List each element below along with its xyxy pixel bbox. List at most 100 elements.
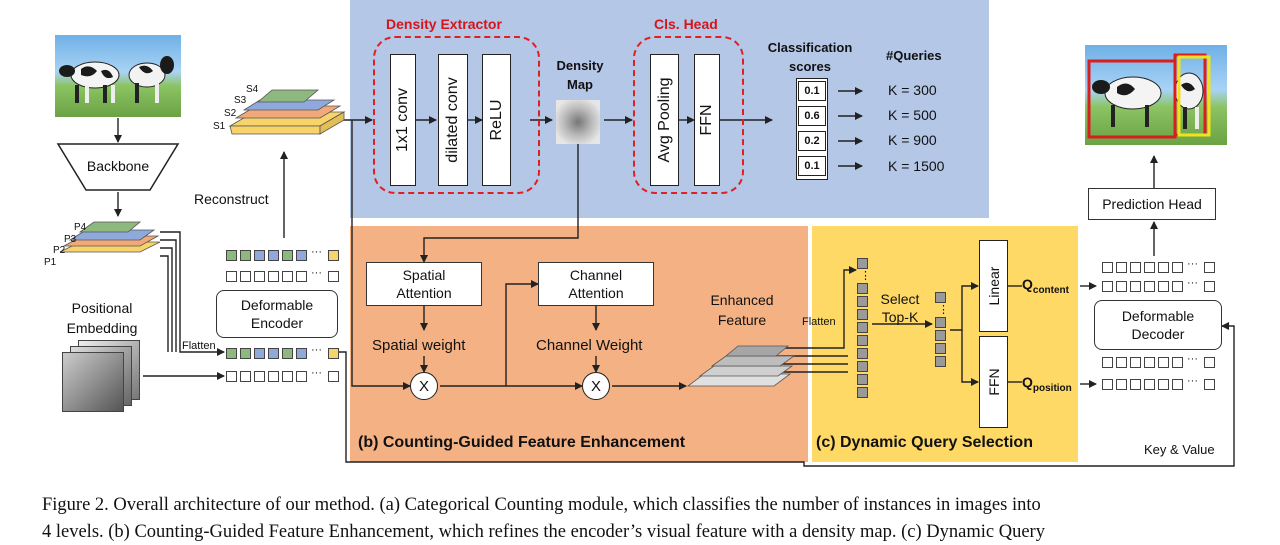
- token-square: [1204, 357, 1215, 368]
- token-ellipsis: ···: [1187, 277, 1198, 289]
- spatial-weight-label: Spatial weight: [372, 337, 466, 354]
- positional-embedding-stack: [62, 340, 152, 412]
- cls-head-title: Cls. Head: [654, 16, 718, 32]
- enhanced-feature-label: Enhanced Feature: [710, 292, 774, 328]
- cls-ffn-box: FFN: [694, 54, 720, 186]
- cls-head-group: [633, 36, 744, 194]
- token-square: [268, 250, 279, 261]
- token-square: [1102, 357, 1113, 368]
- positional-embedding-label: Positional Embedding: [66, 300, 138, 336]
- column-token: [857, 361, 868, 372]
- density-extractor-group: [373, 36, 540, 194]
- cow-image-icon: [55, 35, 181, 117]
- topk-query-column: ⋮: [935, 292, 949, 378]
- density-map-label: Density Map: [556, 58, 604, 92]
- pyramid-label-s3: S3: [234, 95, 247, 106]
- token-square: [1144, 357, 1155, 368]
- column-token: [935, 343, 946, 354]
- prediction-head-box: Prediction Head: [1088, 188, 1216, 220]
- spatial-attention-box: Spatial Attention: [366, 262, 482, 306]
- column-token: [857, 387, 868, 398]
- token-square: [1172, 357, 1183, 368]
- token-square: [282, 371, 293, 382]
- pyramid-label-s4: S4: [246, 84, 259, 95]
- q-content-symbol: Q: [1022, 276, 1033, 292]
- token-square: [1130, 262, 1141, 273]
- score-cell: 0.1: [798, 156, 826, 176]
- flattened-feature-column: ⋮: [857, 258, 871, 402]
- pyramid-label-p4: P4: [74, 222, 87, 233]
- token-square: [296, 371, 307, 382]
- prediction-head-label: Prediction Head: [1102, 196, 1202, 212]
- token-square: [226, 250, 237, 261]
- token-square: [254, 348, 265, 359]
- score-cell: 0.1: [798, 81, 826, 101]
- decoder-output-tokens-row2: ···: [1102, 277, 1215, 294]
- decoder-output-tokens: ···: [1102, 258, 1215, 275]
- token-square: [1204, 281, 1215, 292]
- figure-caption-line1: Figure 2. Overall architecture of our me…: [42, 495, 1041, 515]
- position-tokens: ···: [226, 367, 346, 384]
- token-square: [240, 371, 251, 382]
- token-square: [328, 250, 339, 261]
- token-square: [254, 271, 265, 282]
- channel-attention-label: Channel Attention: [568, 267, 624, 301]
- column-token: [935, 356, 946, 367]
- column-token: [857, 348, 868, 359]
- token-ellipsis: ···: [311, 367, 322, 379]
- query-ffn-label: FFN: [985, 368, 1002, 396]
- relu-box: ReLU: [482, 54, 511, 186]
- token-square: [1130, 379, 1141, 390]
- linear-label: Linear: [985, 266, 1002, 306]
- token-square: [1116, 281, 1127, 292]
- token-square: [226, 271, 237, 282]
- token-square: [1158, 379, 1169, 390]
- token-square: [1144, 379, 1155, 390]
- avg-pooling-box: Avg Pooling: [650, 54, 679, 186]
- token-square: [1102, 281, 1113, 292]
- token-ellipsis: ···: [311, 344, 322, 356]
- pyramid-label-p1: P1: [44, 257, 57, 268]
- column-token: [857, 296, 868, 307]
- token-square: [1204, 262, 1215, 273]
- token-ellipsis: ···: [1187, 375, 1198, 387]
- query-count: K = 900: [888, 132, 937, 148]
- density-map-image: [556, 100, 600, 144]
- token-square: [1172, 281, 1183, 292]
- density-extractor-title: Density Extractor: [386, 16, 502, 32]
- figure-caption-line2: 4 levels. (b) Counting-Guided Feature En…: [42, 522, 1045, 542]
- column-token: [935, 330, 946, 341]
- token-square: [1116, 357, 1127, 368]
- token-square: [296, 271, 307, 282]
- token-square: [328, 271, 339, 282]
- token-ellipsis: ···: [1187, 353, 1198, 365]
- key-value-label: Key & Value: [1144, 442, 1215, 457]
- token-square: [1130, 357, 1141, 368]
- query-count: K = 500: [888, 107, 937, 123]
- encoder-output-tokens-outline: ···: [226, 267, 346, 284]
- token-square: [1102, 379, 1113, 390]
- conv1x1-box: 1x1 conv: [390, 54, 416, 186]
- column-token: [857, 309, 868, 320]
- q-content-subscript: content: [1032, 284, 1069, 296]
- pyramid-label-p3: P3: [64, 234, 77, 245]
- token-ellipsis: ···: [1187, 258, 1198, 270]
- multiply-symbol: X: [590, 377, 601, 395]
- linear-box: Linear: [979, 240, 1008, 332]
- token-square: [1172, 262, 1183, 273]
- token-square: [268, 271, 279, 282]
- column-dots: ⋮: [860, 270, 871, 282]
- token-square: [296, 348, 307, 359]
- token-square: [282, 348, 293, 359]
- pyramid-label-s1: S1: [213, 121, 226, 132]
- token-square: [254, 250, 265, 261]
- token-square: [226, 371, 237, 382]
- query-ffn-box: FFN: [979, 336, 1008, 428]
- select-topk-label: Select Top-K: [880, 291, 920, 325]
- score-cell: 0.2: [798, 131, 826, 151]
